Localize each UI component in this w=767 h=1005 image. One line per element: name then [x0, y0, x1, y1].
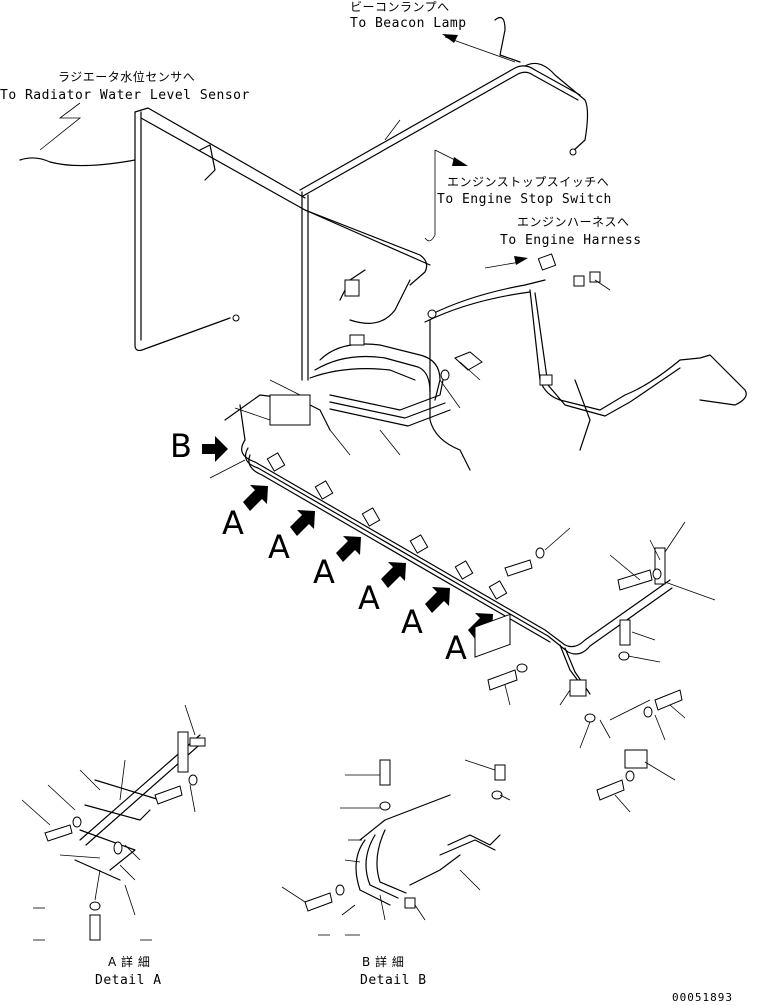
engine-stop-label-en: To Engine Stop Switch — [437, 192, 612, 207]
detail-b-title-jp: B 詳 細 — [362, 955, 405, 969]
wiring-harness — [19, 17, 747, 471]
view-marker-a: A — [313, 553, 335, 591]
view-marker-b: B — [170, 427, 192, 465]
engine-harness-label-en: To Engine Harness — [500, 233, 642, 248]
radiator-label-jp: ラジエータ水位センサへ — [58, 70, 196, 84]
connectors — [232, 148, 601, 386]
drawing-number: 00051893 — [672, 991, 733, 1004]
view-marker-a: A — [358, 579, 380, 617]
engine-stop-label-jp: エンジンストップスイッチへ — [447, 175, 610, 189]
detail-a-drawing — [21, 704, 206, 941]
view-marker-a: A — [268, 528, 290, 566]
rail-clamps — [266, 394, 666, 769]
beacon-label-en: To Beacon Lamp — [350, 16, 467, 31]
engine-harness-label-jp: エンジンハーネスへ — [517, 215, 630, 229]
fasteners — [440, 351, 683, 801]
beacon-label-jp: ビーコンランプへ — [350, 0, 450, 14]
view-marker-a: A — [222, 504, 244, 542]
callout-arrows — [39, 34, 528, 269]
view-marker-a: A — [445, 629, 467, 667]
view-marker-a: A — [401, 603, 423, 641]
radiator-label-en: To Radiator Water Level Sensor — [0, 88, 250, 103]
view-arrows — [202, 436, 493, 639]
detail-b-drawing — [281, 613, 511, 936]
leader-lines — [209, 119, 716, 813]
detail-a-title-jp: A 詳 細 — [108, 955, 151, 969]
detail-a-title-en: Detail A — [95, 973, 162, 988]
detail-b-title-en: Detail B — [360, 973, 427, 988]
